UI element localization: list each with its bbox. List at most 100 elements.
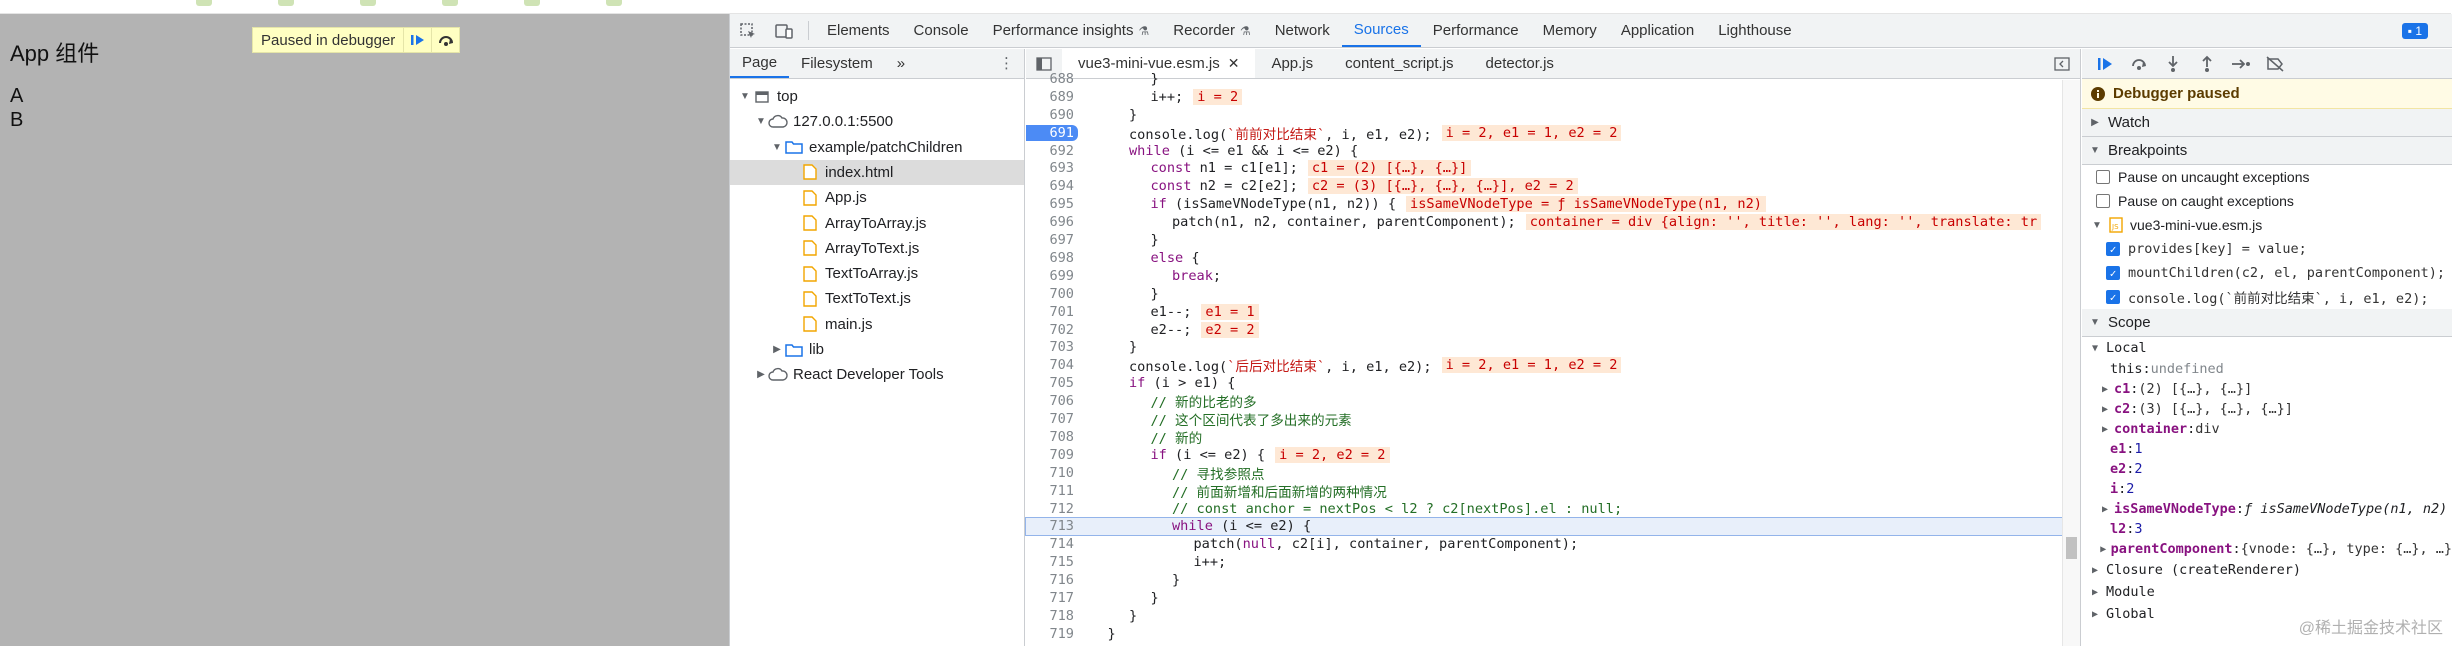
- kebab-menu-icon[interactable]: ⋮: [999, 55, 1014, 72]
- line-number[interactable]: 707: [1049, 411, 1074, 428]
- line-number[interactable]: 717: [1049, 590, 1074, 607]
- tree-item[interactable]: ▼127.0.0.1:5500: [730, 109, 1024, 134]
- step-over-button[interactable]: [2122, 56, 2156, 72]
- step-button[interactable]: [2224, 57, 2258, 71]
- pause-caught-exceptions[interactable]: Pause on caught exceptions: [2082, 189, 2452, 213]
- line-number[interactable]: 696: [1049, 214, 1074, 231]
- tree-item[interactable]: App.js: [730, 185, 1024, 210]
- line-number[interactable]: 709: [1049, 446, 1074, 463]
- line-number[interactable]: 715: [1049, 554, 1074, 571]
- tree-item[interactable]: TextToText.js: [730, 286, 1024, 311]
- code-line[interactable]: 718}: [1026, 607, 2062, 625]
- scope-section-header[interactable]: ▼Scope: [2082, 309, 2452, 337]
- code-line[interactable]: 711// 前面新增和后面新增的两种情况: [1026, 482, 2062, 501]
- scope-variable[interactable]: ▶parentComponent: {vnode: {…}, type: {…}…: [2082, 539, 2452, 559]
- code-line[interactable]: 707// 这个区间代表了多出来的元素: [1026, 410, 2062, 429]
- resume-button[interactable]: [403, 28, 431, 52]
- tab-network[interactable]: Network: [1274, 22, 1330, 39]
- line-number[interactable]: 712: [1049, 500, 1074, 517]
- inspect-element-button[interactable]: [730, 14, 766, 47]
- resume-button[interactable]: [2088, 56, 2122, 72]
- chevron-right-icon[interactable]: ▶: [2101, 423, 2109, 435]
- tree-item[interactable]: ▼top: [730, 84, 1024, 109]
- code-line[interactable]: 690}: [1026, 106, 2062, 124]
- toggle-navigator-button[interactable]: [1026, 49, 1062, 78]
- tab-performance-insights[interactable]: Performance insights⚗: [981, 14, 1162, 47]
- line-number[interactable]: 698: [1049, 249, 1074, 266]
- breakpoint-item[interactable]: ✓provides[key] = value;: [2082, 237, 2452, 261]
- scrollbar-thumb[interactable]: [2066, 537, 2077, 559]
- code-line[interactable]: 719}: [1026, 625, 2062, 643]
- scope-variable[interactable]: ▶container: div: [2082, 419, 2452, 439]
- line-number[interactable]: 689: [1049, 88, 1074, 105]
- toggle-debugger-button[interactable]: [2044, 49, 2080, 79]
- line-number[interactable]: 690: [1049, 106, 1074, 123]
- tree-item[interactable]: ▶lib: [730, 337, 1024, 362]
- scope-variable[interactable]: i: 2: [2082, 479, 2452, 499]
- chevron-down-icon[interactable]: ▼: [740, 91, 750, 102]
- tab-recorder[interactable]: Recorder⚗: [1161, 14, 1262, 47]
- line-number[interactable]: 704: [1049, 357, 1074, 374]
- deactivate-breakpoints-button[interactable]: [2258, 55, 2292, 72]
- code-line[interactable]: 712// const anchor = nextPos < l2 ? c2[n…: [1026, 500, 2062, 518]
- checkbox[interactable]: ✓: [2106, 242, 2120, 256]
- line-number[interactable]: 710: [1049, 464, 1074, 481]
- scope-module[interactable]: ▶Module: [2082, 581, 2452, 603]
- line-number[interactable]: 703: [1049, 339, 1074, 356]
- code-line[interactable]: 706// 新的比老的多: [1026, 392, 2062, 411]
- breakpoint-file[interactable]: ▼ JS vue3-mini-vue.esm.js: [2082, 213, 2452, 237]
- step-out-button[interactable]: [2190, 55, 2224, 73]
- line-number[interactable]: 714: [1049, 536, 1074, 553]
- pause-uncaught-exceptions[interactable]: Pause on uncaught exceptions: [2082, 165, 2452, 189]
- close-icon[interactable]: ✕: [1227, 55, 1240, 71]
- tree-item[interactable]: main.js: [730, 312, 1024, 337]
- checkbox[interactable]: ✓: [2106, 290, 2120, 304]
- code-line[interactable]: 708// 新的: [1026, 428, 2062, 447]
- step-over-button[interactable]: [431, 28, 459, 52]
- line-number[interactable]: 719: [1049, 625, 1074, 642]
- code-line[interactable]: 716}: [1026, 571, 2062, 589]
- tree-item[interactable]: ▼example/patchChildren: [730, 135, 1024, 160]
- line-number[interactable]: 688: [1049, 70, 1074, 87]
- chevron-right-icon[interactable]: ▶: [2101, 383, 2109, 395]
- line-number[interactable]: 706: [1049, 393, 1074, 410]
- line-number[interactable]: 699: [1049, 267, 1074, 284]
- tab-elements[interactable]: Elements: [827, 22, 890, 39]
- line-number[interactable]: 711: [1049, 482, 1074, 499]
- chevron-right-icon[interactable]: ▶: [2101, 403, 2109, 415]
- device-toolbar-button[interactable]: [766, 14, 802, 47]
- editor-tab-content-script[interactable]: content_script.js: [1345, 55, 1454, 72]
- scope-variable[interactable]: e1: 1: [2082, 439, 2452, 459]
- chevron-right-icon[interactable]: ▶: [773, 344, 781, 355]
- tab-memory[interactable]: Memory: [1542, 22, 1597, 39]
- breakpoint-item[interactable]: ✓console.log(`前前对比结束`, i, e1, e2);: [2082, 285, 2452, 309]
- tree-item[interactable]: index.html: [730, 159, 1024, 185]
- breakpoints-section-header[interactable]: ▼Breakpoints: [2082, 137, 2452, 165]
- tree-item[interactable]: TextToArray.js: [730, 261, 1024, 286]
- scope-variable[interactable]: ▶isSameVNodeType: ƒ isSameVNodeType(n1, …: [2082, 499, 2452, 519]
- editor-tab-detector[interactable]: detector.js: [1485, 55, 1554, 72]
- breakpoint-item[interactable]: ✓mountChildren(c2, el, parentComponent);: [2082, 261, 2452, 285]
- line-number[interactable]: 708: [1049, 428, 1074, 445]
- editor-tab-vue3-mini-vue[interactable]: vue3-mini-vue.esm.js✕: [1062, 49, 1256, 78]
- code-line[interactable]: 697}: [1026, 231, 2062, 249]
- tree-item[interactable]: ArrayToArray.js: [730, 211, 1024, 236]
- line-number[interactable]: 713: [1049, 518, 1074, 535]
- chevron-right-icon[interactable]: ▶: [757, 369, 765, 381]
- code-line[interactable]: 700}: [1026, 285, 2062, 303]
- chevron-down-icon[interactable]: ▼: [772, 141, 782, 153]
- tab-sources[interactable]: Sources: [1341, 14, 1421, 47]
